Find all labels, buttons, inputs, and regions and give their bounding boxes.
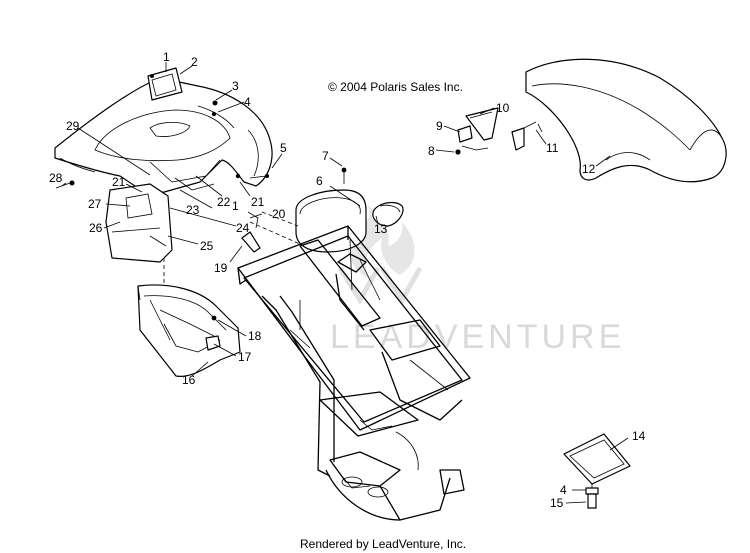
callout-2: 2 [191, 55, 198, 69]
grab-handle [147, 67, 183, 101]
seat-latch [455, 107, 543, 155]
side-panel [105, 183, 173, 263]
leader-lines [61, 62, 629, 504]
seat [525, 58, 727, 183]
callout-7: 7 [322, 149, 329, 163]
callout-22: 22 [217, 195, 231, 209]
rear-fender [54, 77, 273, 197]
skid-plate [563, 433, 631, 509]
footer-text: Rendered by LeadVenture, Inc. [300, 537, 466, 551]
callout-18: 18 [248, 329, 262, 343]
fender-hardware [150, 74, 347, 184]
callout-19: 19 [214, 261, 228, 275]
callout-21: 21 [251, 195, 265, 209]
callout-1: 1 [232, 199, 239, 213]
chassis-frame [237, 225, 471, 521]
footwell [137, 258, 241, 377]
callout-25: 25 [200, 239, 214, 253]
callout-21: 21 [112, 175, 126, 189]
callout-13: 13 [374, 222, 388, 236]
callout-29: 29 [66, 119, 80, 133]
callout-6: 6 [316, 174, 323, 188]
callout-15: 15 [550, 496, 564, 510]
callout-27: 27 [88, 197, 102, 211]
callout-11: 11 [546, 141, 559, 155]
callout-1: 1 [163, 50, 170, 64]
callout-5: 5 [280, 141, 287, 155]
callout-24: 24 [236, 221, 250, 235]
callout-4: 4 [244, 95, 251, 109]
callout-28: 28 [49, 171, 63, 185]
callout-3: 3 [232, 79, 239, 93]
callout-16: 16 [182, 373, 196, 387]
callout-8: 8 [428, 144, 435, 158]
callouts: 1 2 3 4 29 5 7 6 28 21 27 22 21 1 23 20 … [49, 50, 646, 510]
callout-17: 17 [238, 350, 252, 364]
copyright-text: © 2004 Polaris Sales Inc. [328, 80, 463, 94]
callout-9: 9 [436, 119, 443, 133]
callout-10: 10 [496, 101, 510, 115]
callout-4: 4 [560, 483, 567, 497]
callout-20: 20 [272, 207, 286, 221]
callout-14: 14 [632, 429, 646, 443]
callout-23: 23 [186, 203, 200, 217]
callout-12: 12 [582, 162, 596, 176]
callout-26: 26 [89, 221, 103, 235]
watermark-text: LEADVENTURE [330, 318, 625, 356]
seat-bracket [241, 211, 301, 253]
